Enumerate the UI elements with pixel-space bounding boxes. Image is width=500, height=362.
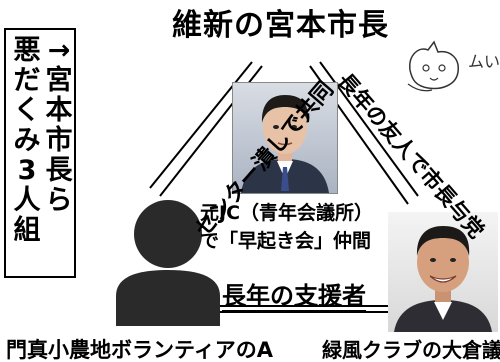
- middle-note-line2: で「早起き会」仲間: [200, 230, 372, 252]
- mayor-photo: [232, 82, 338, 194]
- mayor-portrait: [241, 95, 329, 193]
- okura-photo: [388, 212, 498, 332]
- diagram-title: 維新の宮本市長: [172, 8, 389, 43]
- side-panel-column-right: →宮本市長ら: [45, 35, 73, 216]
- edge-label-okura-a: 長年の支援者: [222, 282, 366, 312]
- middle-note-line1: 元JC（青年会議所）: [200, 202, 374, 224]
- cat-doodle-icon: [407, 40, 459, 92]
- side-panel: →宮本市長ら 悪だくみ3人組: [4, 28, 76, 278]
- caption-okura: 緑風クラブの大倉議: [322, 338, 500, 362]
- caption-a-person: 門真小農地ボランティアのA: [6, 338, 273, 362]
- doodle-text: ムい: [468, 52, 500, 71]
- okura-portrait: [394, 226, 492, 332]
- side-panel-column-left: 悪だくみ3人組: [13, 35, 41, 246]
- person-silhouette-icon: [116, 200, 220, 326]
